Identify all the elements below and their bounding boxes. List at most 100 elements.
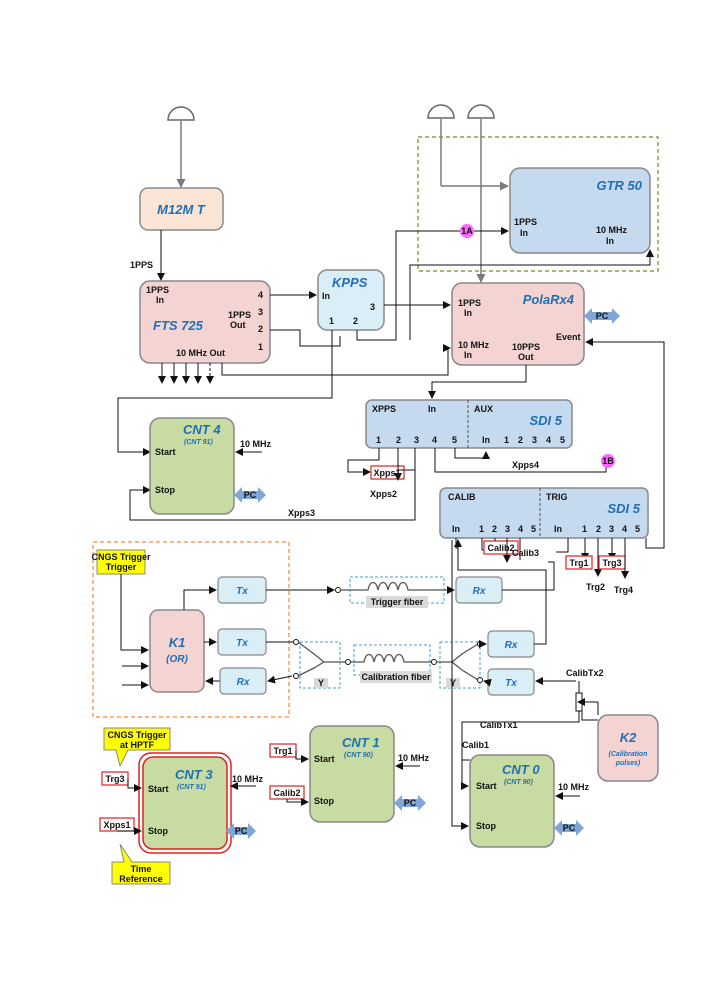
sdi5-xpps-box: XPPS In AUX SDI 5 1 2 3 4 5 In 1 2 3 4 5 bbox=[365, 399, 573, 449]
rx-box: Rx bbox=[455, 576, 503, 604]
pc-arrow-icon[interactable]: PC bbox=[234, 487, 266, 503]
svg-text:Tx: Tx bbox=[505, 678, 517, 689]
cnt1-title: CNT 1 bbox=[342, 735, 380, 750]
pc-arrow-icon[interactable]: PC bbox=[226, 823, 256, 839]
svg-text:Trigger: Trigger bbox=[106, 562, 137, 572]
svg-text:Stop: Stop bbox=[148, 826, 168, 836]
svg-text:Stop: Stop bbox=[476, 821, 496, 831]
fts725-box: 1PPS In FTS 725 1PPS Out 4 3 2 1 10 MHz … bbox=[139, 280, 271, 364]
svg-text:3: 3 bbox=[414, 435, 419, 445]
trg3-tag: Trg3 bbox=[598, 555, 626, 570]
svg-text:(CNT 90): (CNT 90) bbox=[344, 752, 373, 759]
sdi5a-title: SDI 5 bbox=[529, 413, 562, 428]
sdi5a-in-label: In bbox=[428, 404, 436, 414]
gtr-group-frame bbox=[417, 136, 659, 272]
polarx4-box: PolaRx4 1PPS In 10 MHz In 10PPS Out Even… bbox=[451, 282, 585, 366]
polarx-1pps-label: 1PPS bbox=[458, 298, 481, 308]
svg-text:K2: K2 bbox=[620, 730, 637, 745]
svg-text:Y: Y bbox=[450, 678, 456, 688]
antenna-icon bbox=[427, 104, 455, 119]
kpps-port2: 2 bbox=[353, 316, 358, 326]
tx-box: Tx bbox=[217, 576, 267, 604]
trg1-tag: Trg1 bbox=[565, 555, 593, 570]
calib1-label: Calib1 bbox=[462, 740, 489, 750]
cnt4-10mhz: 10 MHz bbox=[240, 439, 272, 449]
kpps-in-label: In bbox=[322, 291, 330, 301]
svg-text:3: 3 bbox=[609, 524, 614, 534]
rx-box: Rx bbox=[219, 667, 267, 695]
k2-box: K2 (Calibration pulses) bbox=[597, 714, 659, 782]
svg-text:5: 5 bbox=[452, 435, 457, 445]
tx-box: Tx bbox=[487, 668, 535, 696]
gtr50-title: GTR 50 bbox=[596, 178, 642, 193]
cnt3-title: CNT 3 bbox=[175, 767, 213, 782]
gtr50-in-label: In bbox=[520, 228, 528, 238]
fts-out2-label: Out bbox=[230, 320, 246, 330]
svg-text:Trigger fiber: Trigger fiber bbox=[371, 597, 424, 607]
sdi5-calib-box: CALIB TRIG SDI 5 In 1 2 3 4 5 In 1 2 3 4… bbox=[439, 487, 649, 539]
cnt3-10mhz: 10 MHz bbox=[232, 774, 264, 784]
xpps4-label: Xpps4 bbox=[512, 460, 539, 470]
svg-text:In: In bbox=[554, 524, 562, 534]
kpps-port3: 3 bbox=[370, 302, 375, 312]
svg-text:Calibration fiber: Calibration fiber bbox=[361, 672, 431, 682]
svg-text:(CNT 90): (CNT 90) bbox=[504, 779, 533, 786]
calibtx2-label: CalibTx2 bbox=[566, 668, 604, 678]
fts-10mhz-label: 10 MHz Out bbox=[176, 348, 225, 358]
gtr50-10mhz-label: 10 MHz bbox=[596, 225, 628, 235]
cnt0-box: CNT 0 (CNT 90) Start Stop bbox=[469, 754, 555, 848]
cnt4-box: CNT 4 (CNT 91) Start Stop bbox=[149, 417, 235, 515]
svg-text:CNGS Trigger: CNGS Trigger bbox=[91, 552, 151, 562]
fts-port1: 1 bbox=[258, 342, 263, 352]
svg-text:Start: Start bbox=[476, 781, 497, 791]
trg3-input-tag: Trg3 bbox=[101, 771, 129, 786]
svg-text:1: 1 bbox=[504, 435, 509, 445]
cnt4-title: CNT 4 bbox=[183, 422, 221, 437]
svg-text:2: 2 bbox=[492, 524, 497, 534]
polarx-10pps-label: 10PPS bbox=[512, 342, 540, 352]
trigger-fiber-label: Trigger fiber bbox=[366, 596, 428, 608]
fts-port4: 4 bbox=[258, 290, 263, 300]
svg-text:(OR): (OR) bbox=[166, 654, 188, 665]
svg-text:2: 2 bbox=[596, 524, 601, 534]
svg-text:In: In bbox=[482, 435, 490, 445]
sdi5a-xpps-label: XPPS bbox=[372, 404, 396, 414]
calibration-fiber-label: Calibration fiber bbox=[360, 671, 432, 683]
svg-text:Start: Start bbox=[314, 754, 335, 764]
calib2-tag: Calib2 bbox=[483, 540, 519, 555]
polarx-10mhz-label: 10 MHz bbox=[458, 340, 490, 350]
y-coupler-label: Y bbox=[314, 678, 328, 688]
fts-port3: 3 bbox=[258, 307, 263, 317]
calibtx1-label: CalibTx1 bbox=[480, 720, 518, 730]
svg-text:at HPTF: at HPTF bbox=[120, 740, 155, 750]
pc-arrow-icon[interactable]: PC bbox=[394, 795, 426, 811]
svg-text:K1: K1 bbox=[169, 635, 186, 650]
svg-text:Xpps1: Xpps1 bbox=[103, 820, 130, 830]
tx-box: Tx bbox=[217, 628, 267, 656]
svg-text:Stop: Stop bbox=[314, 796, 334, 806]
xpps3-label: Xpps3 bbox=[288, 508, 315, 518]
svg-text:(Calibration: (Calibration bbox=[609, 751, 648, 758]
svg-text:PC: PC bbox=[563, 823, 576, 833]
trg2-label: Trg2 bbox=[586, 582, 605, 592]
pps-label: 1PPS bbox=[130, 260, 153, 270]
svg-text:Trg3: Trg3 bbox=[105, 774, 124, 784]
svg-text:pulses): pulses) bbox=[615, 760, 641, 767]
pc-arrow-icon[interactable]: PC bbox=[554, 820, 584, 836]
svg-text:1B: 1B bbox=[602, 456, 614, 466]
polarx-in2-label: In bbox=[464, 350, 472, 360]
svg-text:2: 2 bbox=[518, 435, 523, 445]
svg-text:4: 4 bbox=[546, 435, 551, 445]
gtr50-1pps-label: 1PPS bbox=[514, 217, 537, 227]
svg-text:5: 5 bbox=[635, 524, 640, 534]
sdi5b-title: SDI 5 bbox=[607, 501, 640, 516]
pc-arrow-icon[interactable]: PC bbox=[584, 308, 620, 324]
m12mt-title: M12M T bbox=[157, 202, 206, 217]
kpps-box: KPPS In 1 2 3 bbox=[317, 269, 385, 331]
svg-text:TRIG: TRIG bbox=[546, 492, 568, 502]
polarx4-title: PolaRx4 bbox=[523, 292, 575, 307]
svg-text:4: 4 bbox=[432, 435, 437, 445]
svg-text:(CNT 91): (CNT 91) bbox=[177, 784, 206, 791]
fts-in-label: In bbox=[156, 295, 164, 305]
